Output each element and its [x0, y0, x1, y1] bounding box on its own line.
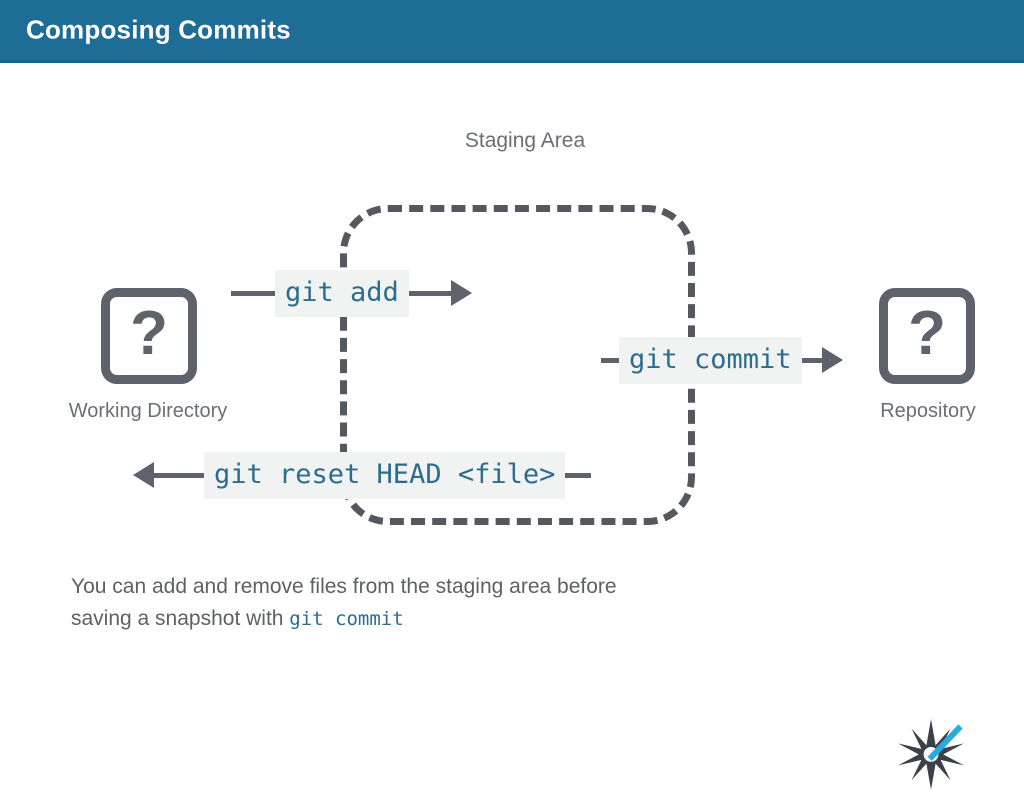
working-directory-label: Working Directory [68, 400, 228, 422]
slide-canvas: Staging Area ? Working Directory ? Repos… [0, 63, 1024, 790]
description-text: You can add and remove files from the st… [71, 571, 771, 635]
question-mark-glyph: ? [130, 299, 168, 368]
arrow-line [601, 357, 619, 363]
page-title: Composing Commits [26, 14, 291, 45]
working-directory-icon: ? [101, 288, 197, 384]
cyan-ray [927, 724, 963, 761]
staging-area-label: Staging Area [464, 129, 586, 152]
arrow-line [231, 290, 275, 296]
arrow-line [801, 357, 822, 363]
starburst-logo-icon [898, 719, 964, 790]
git-add-command: git add [275, 269, 409, 317]
transition-git-reset: git reset HEAD <file> [133, 451, 592, 499]
git-commit-command: git commit [619, 336, 802, 384]
inline-git-commit-code: git commit [289, 608, 404, 630]
repository-label: Repository [880, 400, 976, 422]
starburst-logo [890, 711, 972, 793]
question-mark-glyph: ? [908, 299, 946, 368]
git-reset-command: git reset HEAD <file> [204, 451, 566, 499]
arrow-head-left-icon [133, 462, 154, 488]
arrow-head-right-icon [821, 347, 843, 373]
description-line-2-prefix: saving a snapshot with [71, 607, 290, 630]
arrow-line [565, 472, 592, 478]
description-line-1: You can add and remove files from the st… [71, 575, 617, 598]
arrow-line [154, 472, 204, 478]
arrow-line [408, 290, 451, 296]
arrow-head-right-icon [450, 280, 472, 306]
transition-git-commit: git commit [601, 336, 843, 384]
repository-icon: ? [879, 288, 975, 384]
title-bar: Composing Commits [0, 0, 1024, 63]
transition-git-add: git add [231, 269, 472, 317]
